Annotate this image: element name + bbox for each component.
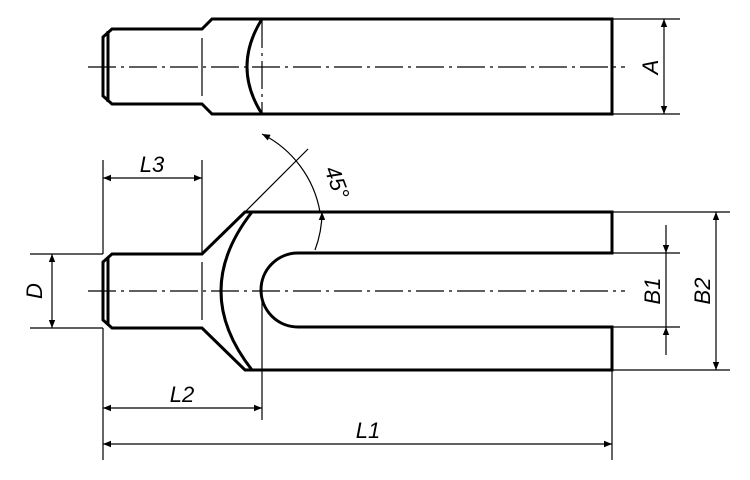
label-angle: 45° [320,163,355,203]
label-l1: L1 [356,418,380,443]
top-view: A [88,17,680,116]
label-d: D [22,283,47,299]
label-b1: B1 [640,278,665,305]
label-l2: L2 [170,382,194,407]
label-l3: L3 [140,152,165,177]
front-view: L3 45° D B1 B2 L2 L1 [22,133,730,460]
label-b2: B2 [690,278,715,305]
label-a: A [638,60,663,77]
